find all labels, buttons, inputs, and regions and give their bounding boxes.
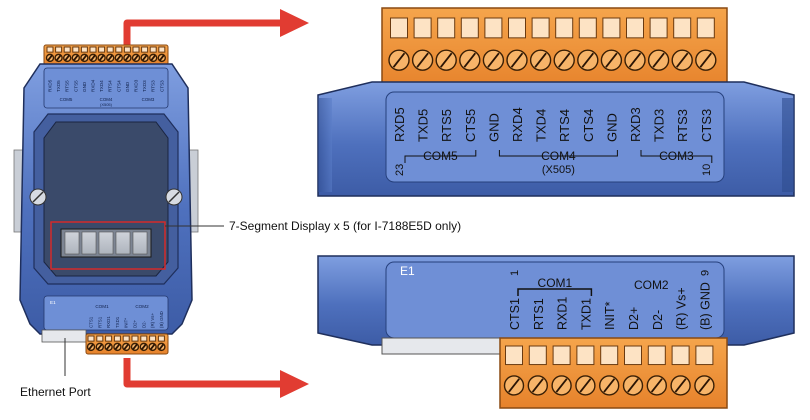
top-pin-label: RTS4	[557, 109, 572, 142]
device-top-pin-label: RXD4	[91, 79, 96, 92]
device-top-pin-label: GND	[82, 81, 87, 92]
device-top-label-area	[43, 67, 169, 109]
top-pin-label: TXD4	[534, 109, 549, 142]
top-pin-label: RXD4	[510, 107, 525, 142]
seven-segment-display	[60, 228, 152, 258]
device-top-pin-label: RTS3	[151, 80, 156, 92]
model-label: E1	[400, 264, 415, 278]
device-top-pin-label: RTS5	[65, 80, 70, 92]
device-bottom-pin-label: (B) GND	[159, 311, 164, 328]
device-com2-label: COM2	[135, 304, 149, 309]
top-pin-label: TXD3	[652, 109, 667, 142]
com3-bracket	[640, 150, 713, 163]
top-pin-label: CTS4	[581, 109, 596, 142]
device-top-pin-label: GND	[125, 81, 130, 92]
device-top-connector	[43, 44, 169, 66]
display-callout-box	[50, 221, 166, 270]
display-callout-label: 7-Segment Display x 5 (for I-7188E5D onl…	[229, 219, 461, 233]
arrow-bottom	[123, 358, 309, 398]
device-bottom-pin-label: (R) Vs+	[150, 313, 155, 328]
top-start-pin-number: 23	[394, 164, 406, 176]
ethernet-callout-label: Ethernet Port	[20, 385, 91, 399]
device-top-pin-label: RTS4	[108, 80, 113, 92]
seven-segment-digit	[115, 231, 131, 255]
device-top-pin-label: CTS3	[159, 80, 164, 92]
device-com4-label: COM4	[100, 97, 113, 102]
top-pin-label: GND	[486, 113, 501, 142]
com1-label: COM1	[538, 276, 573, 290]
device-top-pin-label: RXD3	[134, 79, 139, 92]
device-top-pin-label: TXD3	[142, 80, 147, 92]
device-bottom-pin-label: CTS1	[89, 316, 94, 328]
ethernet-port	[41, 329, 87, 343]
device-bottom-connector	[85, 333, 169, 355]
bottom-pin-label: TXD1	[579, 298, 593, 330]
seven-segment-digit	[98, 231, 114, 255]
seven-segment-digit	[64, 231, 80, 255]
bottom-pin-label: D2+	[627, 307, 641, 330]
bottom-ethernet-port	[381, 337, 501, 355]
com3-label: COM3	[659, 149, 694, 163]
bottom-pin-label: D2-	[651, 310, 665, 330]
device-bottom-pin-label: INIT*	[124, 318, 129, 328]
top-end-pin-number: 10	[701, 164, 713, 176]
com4-label: COM4	[541, 149, 576, 163]
device-com4-sublabel: (X505)	[100, 102, 113, 107]
top-pin-label: GND	[604, 113, 619, 142]
seven-segment-digit	[81, 231, 97, 255]
device-top-pin-label: TXD4	[99, 80, 104, 92]
top-pin-label: RTS5	[439, 109, 454, 142]
top-pin-label: CTS3	[699, 109, 714, 142]
device-bottom-pin-label: RTS1	[97, 316, 102, 328]
seven-segment-digit	[132, 231, 148, 255]
top-pin-label: RXD5	[392, 107, 407, 142]
bottom-pin-label: RTS1	[532, 298, 546, 330]
top-label-plate	[385, 91, 725, 183]
top-pin-label: RTS3	[675, 109, 690, 142]
device-top-pin-label: RXD5	[48, 79, 53, 92]
bottom-pin-label: CTS1	[508, 298, 522, 330]
top-pin-label: RXD3	[628, 107, 643, 142]
device-bottom-label-area	[43, 295, 169, 331]
device-bottom-pin-label: TXD1	[115, 316, 120, 328]
top-terminal-panel: RXD5 TXD5 RTS5 CTS5 GND RXD4 TXD4 RTS4 CTS4 GND RX…	[317, 7, 795, 197]
com4-sublabel: (X505)	[542, 164, 575, 176]
bottom-start-pin-number: 1	[509, 270, 521, 276]
bottom-end-pin-number: 9	[699, 270, 711, 276]
com4-bracket	[498, 150, 618, 157]
top-pin-label: TXD5	[416, 109, 431, 142]
bottom-pin-label: (B) GND	[698, 282, 712, 330]
device-top-pin-label: CTS4	[116, 80, 121, 92]
bottom-pin-label: RXD1	[556, 297, 570, 330]
com2-label: COM2	[634, 278, 669, 292]
device-com1-label: COM1	[95, 304, 109, 309]
device-model-label: E1	[50, 300, 56, 305]
com5-label: COM5	[423, 149, 458, 163]
device-com5-label: COM5	[60, 97, 73, 102]
bottom-pin-label: (R) Vs+	[675, 287, 689, 330]
device-bottom-pin-label: RXD1	[106, 316, 111, 328]
bottom-pin-label: INIT*	[603, 301, 617, 330]
com5-bracket	[404, 150, 477, 163]
device-com3-label: COM3	[142, 97, 155, 102]
device-top-pin-label: TXD5	[56, 80, 61, 92]
device-bottom-pin-label: D2+	[133, 319, 138, 328]
device-bottom-pin-label: D2-	[141, 320, 146, 328]
device-top-pin-label: CTS5	[73, 80, 78, 92]
com1-bracket	[517, 288, 593, 296]
top-pin-label: CTS5	[463, 109, 478, 142]
bottom-terminal-panel: CTS1 RTS1 RXD1 TXD1 INIT* D2+ D2- (R) Vs+ (B) GN…	[317, 255, 795, 409]
